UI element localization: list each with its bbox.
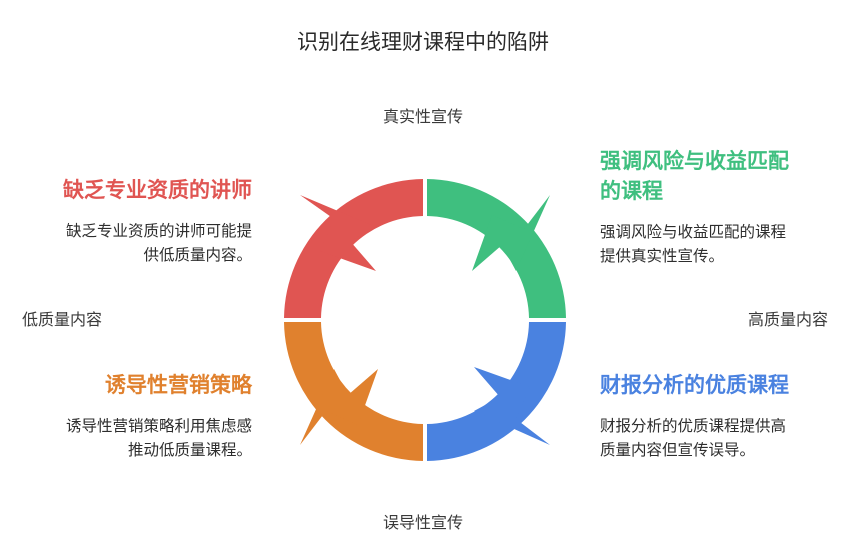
quadrant-bottom-left-desc-line1: 诱导性营销策略利用焦虑感 [65, 417, 252, 435]
quadrant-top-left-desc-line2: 供低质量内容。 [143, 246, 252, 264]
arrow-head-top-left [300, 195, 376, 271]
cycle-ring [284, 179, 566, 461]
quadrant-top-left-title: 缺乏专业资质的讲师 [63, 178, 252, 202]
quadrant-bottom-right-desc-line2: 质量内容但宣传误导。 [600, 441, 756, 459]
axis-label-top: 真实性宣传 [382, 107, 463, 126]
segment-top-left [284, 179, 423, 318]
quadrant-top-right-title-line2: 的课程 [600, 179, 663, 203]
quadrant-top-right-desc-line2: 提供真实性宣传。 [600, 247, 725, 265]
segment-top-right [427, 179, 566, 318]
arrow-head-bottom-left [300, 369, 378, 445]
quadrant-bottom-right-desc-line1: 财报分析的优质课程提供高 [600, 417, 787, 435]
axis-label-right: 高质量内容 [747, 310, 828, 329]
segment-bottom-left [284, 322, 423, 461]
segment-bottom-right [427, 322, 566, 461]
quadrant-bottom-left-title: 诱导性营销策略 [105, 373, 252, 397]
quadrant-bottom-right-title: 财报分析的优质课程 [600, 373, 789, 397]
axis-label-bottom: 误导性宣传 [382, 513, 463, 532]
quadrant-bottom-left: 诱导性营销策略 诱导性营销策略利用焦虑感 推动低质量课程。 [20, 370, 252, 462]
quadrant-bottom-left-desc-line2: 推动低质量课程。 [127, 441, 252, 459]
quadrant-top-left: 缺乏专业资质的讲师 缺乏专业资质的讲师可能提 供低质量内容。 [20, 175, 252, 267]
quadrant-top-left-desc-line1: 缺乏专业资质的讲师可能提 [65, 222, 252, 240]
arrow-head-top-right [472, 195, 550, 271]
diagram-title: 识别在线理财课程中的陷阱 [297, 30, 549, 54]
axis-label-left: 低质量内容 [22, 310, 103, 329]
arrow-head-bottom-right [474, 367, 550, 445]
quadrant-top-right-title-line1: 强调风险与收益匹配 [600, 149, 789, 173]
quadrant-bottom-right: 财报分析的优质课程 财报分析的优质课程提供高 质量内容但宣传误导。 [600, 370, 832, 462]
quadrant-top-right-desc-line1: 强调风险与收益匹配的课程 [600, 223, 787, 241]
quadrant-top-right: 强调风险与收益匹配 的课程 强调风险与收益匹配的课程 提供真实性宣传。 [600, 146, 832, 268]
